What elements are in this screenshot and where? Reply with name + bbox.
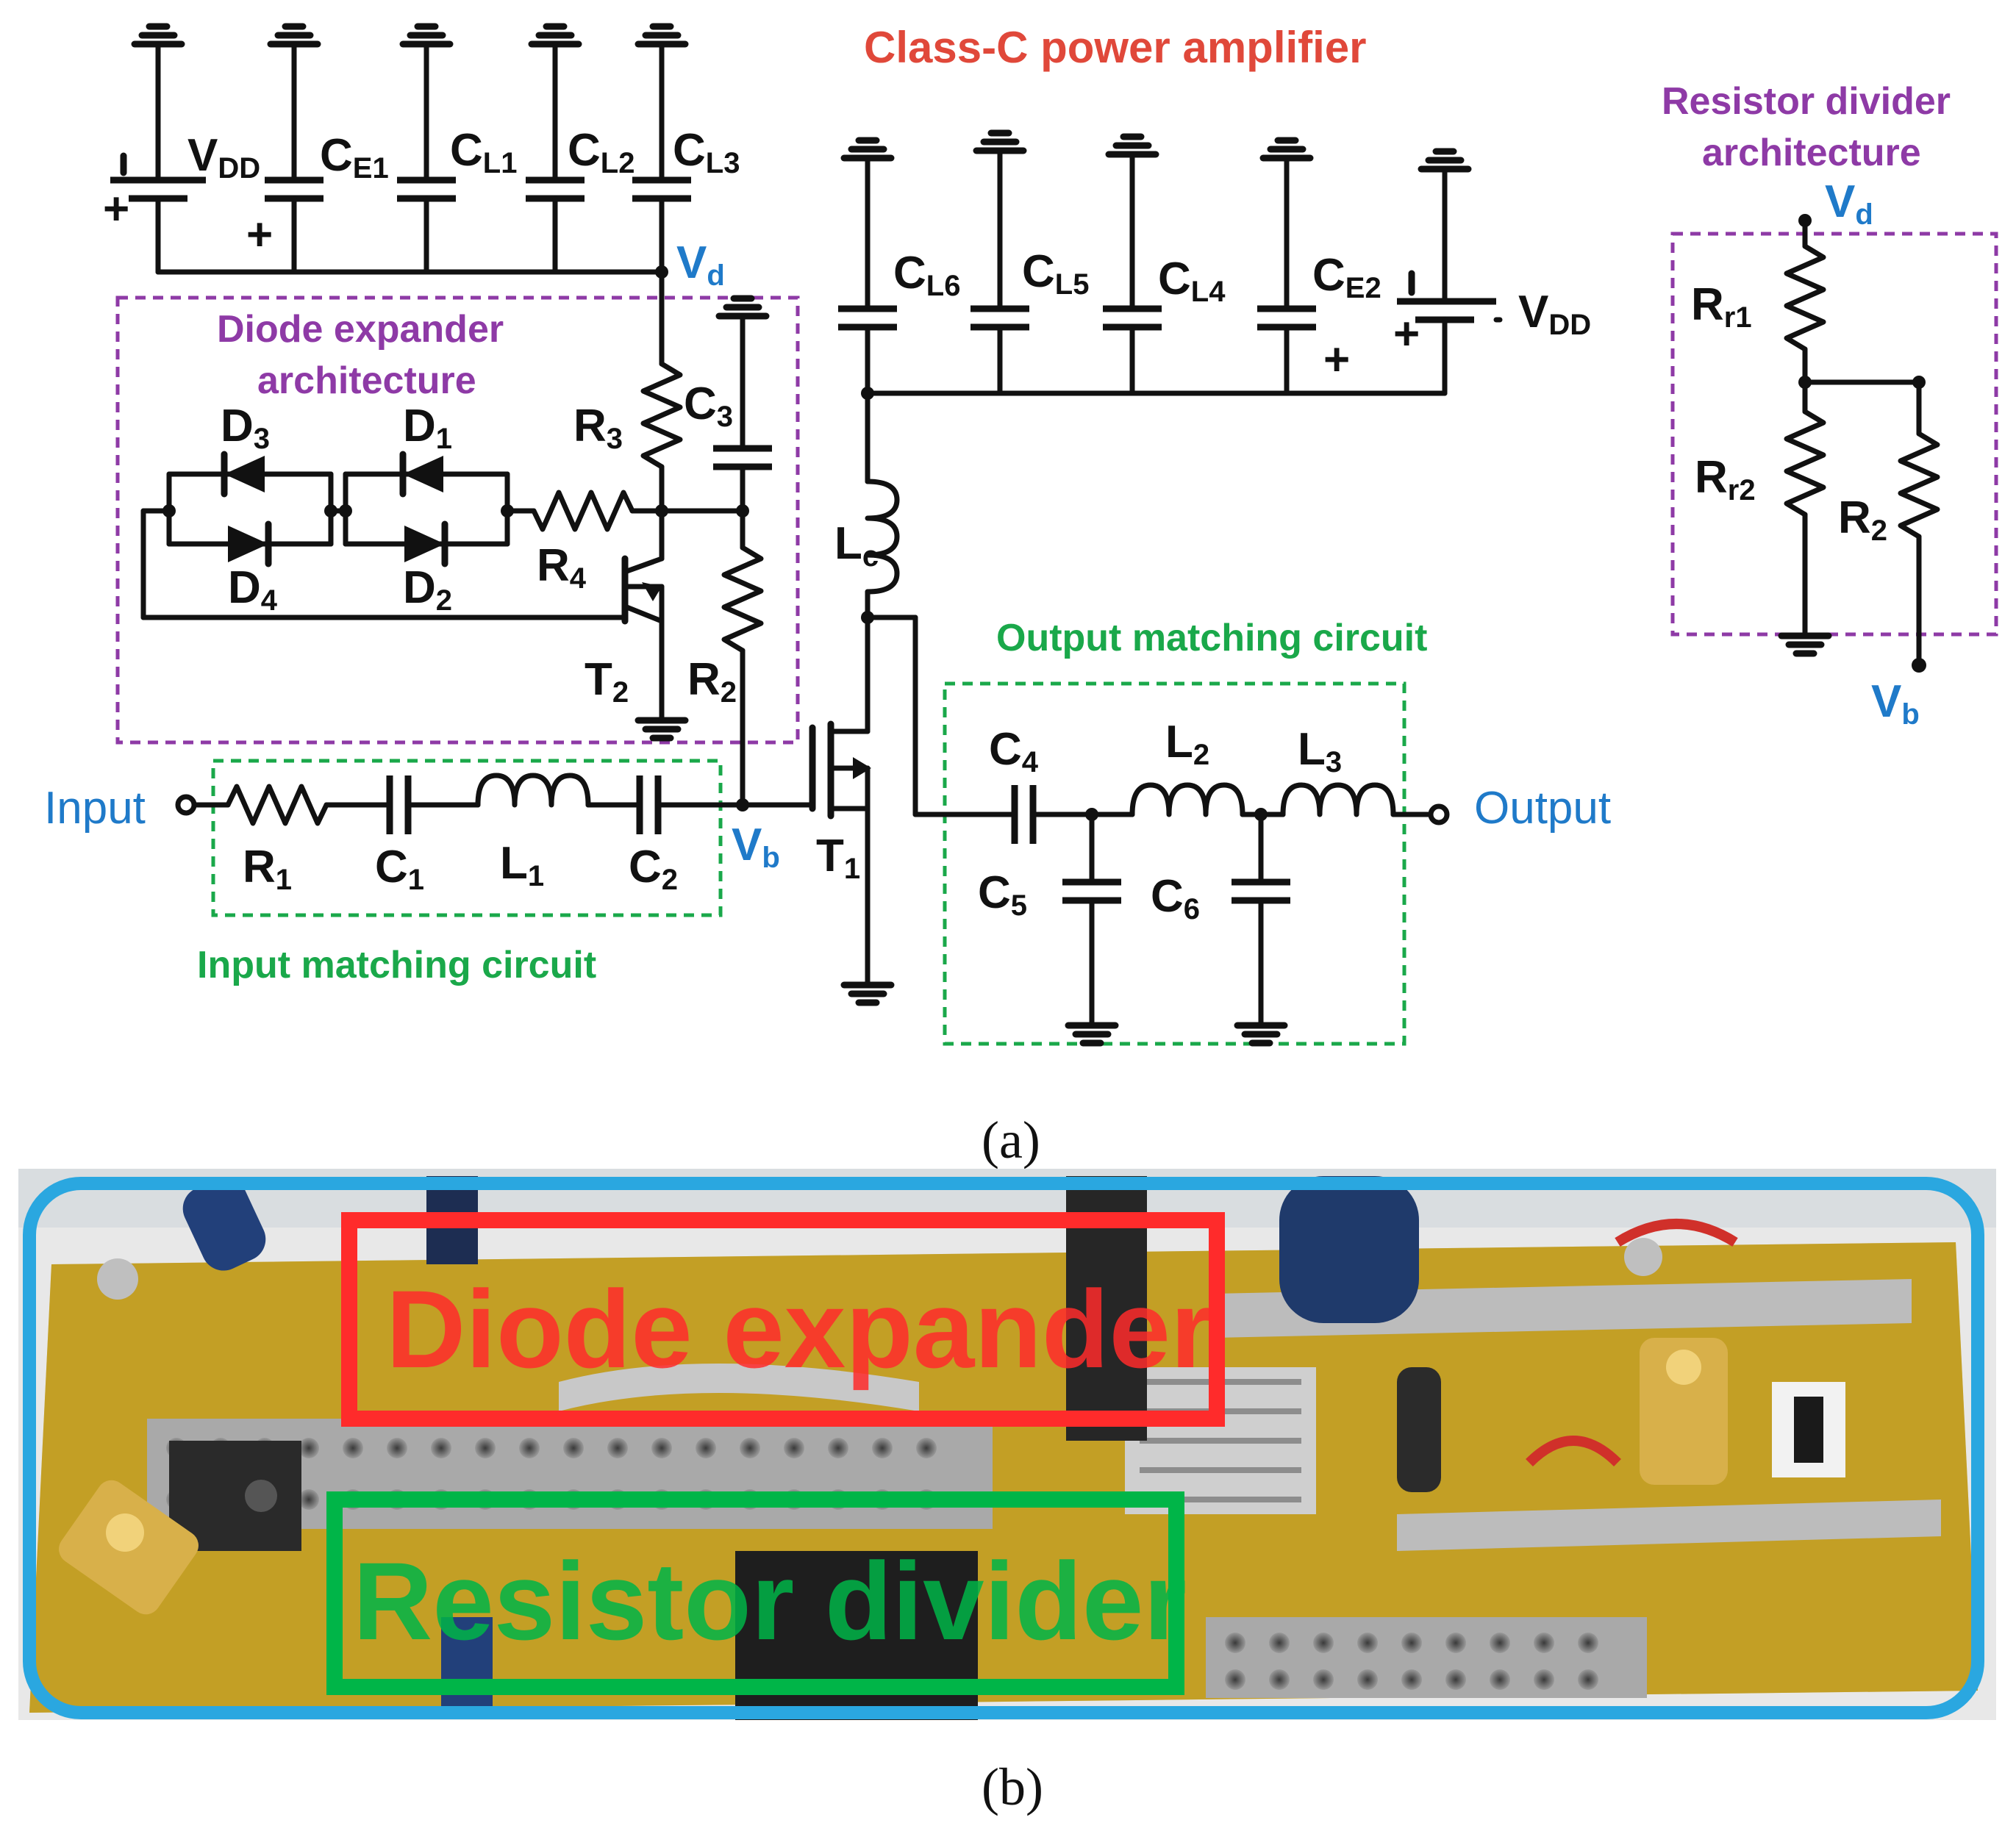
title: Class-C power amplifier: [864, 23, 1367, 72]
vdd2-label: VDD: [1518, 287, 1591, 341]
resistor-divider-title-line1: Resistor divider: [1662, 80, 1951, 123]
output-port-label: Output: [1474, 783, 1611, 834]
diode-expander-box: [115, 295, 800, 745]
vb-node-label: Vb: [732, 820, 780, 874]
vdd1-plus: +: [103, 184, 129, 234]
cl5-label: CL5: [1022, 246, 1089, 301]
board-outline: [23, 1177, 1984, 1719]
resistor-divider-highlight: [326, 1491, 1184, 1695]
cl3-label: CL3: [673, 125, 740, 179]
lc-inductor: [861, 390, 918, 817]
l3-label: L3: [1298, 724, 1342, 778]
cl4-label: CL4: [1158, 254, 1226, 308]
ce1-plus: +: [246, 209, 273, 260]
rr1-label: Rr1: [1691, 279, 1752, 334]
ce2-plus: +: [1323, 334, 1350, 385]
c3-label: C3: [684, 379, 733, 433]
c6-label: C6: [1151, 871, 1200, 925]
diode-expander-title-line1: Diode expander: [217, 308, 504, 351]
divider-vb-label: Vb: [1871, 676, 1920, 731]
input-matching-title: Input matching circuit: [197, 944, 596, 986]
divider-r2-label: R2: [1838, 492, 1887, 547]
d2-label: D2: [403, 562, 452, 617]
d4-label: D4: [228, 562, 278, 617]
caption-b: (b): [982, 1758, 1043, 1816]
resistor-divider-circuit: [1781, 214, 1940, 673]
d3-label: D3: [221, 401, 270, 455]
ce1-label: CE1: [320, 130, 389, 184]
vdd2-plus: +: [1393, 309, 1420, 359]
output-matching-title: Output matching circuit: [996, 617, 1427, 659]
c4-label: C4: [989, 724, 1039, 778]
t1-transistor: [809, 720, 891, 1003]
diode-expander-highlight: [341, 1212, 1225, 1427]
r1-label: R1: [243, 842, 292, 896]
r4-label: R4: [537, 540, 587, 595]
photo-resistor-divider-label: Resistor divider: [353, 1539, 1187, 1663]
rr2-label: Rr2: [1695, 452, 1756, 506]
input-port-label: Input: [44, 783, 146, 834]
diode-expander-title-line2: architecture: [257, 359, 476, 402]
caption-a: (a): [982, 1111, 1040, 1169]
l1-label: L1: [500, 838, 544, 892]
divider-vd-label: Vd: [1825, 176, 1873, 231]
photo-diode-expander-label: Diode expander: [386, 1267, 1213, 1391]
diode-expander-circuit: [140, 269, 772, 808]
c5-label: C5: [978, 867, 1027, 922]
d1-label: D1: [403, 401, 452, 455]
r2-bias-label: R2: [687, 654, 737, 709]
input-matching-box: [211, 759, 723, 917]
output-matching-box: [943, 681, 1406, 1046]
resistor-divider-title-line2: architecture: [1702, 132, 1921, 174]
cl6-label: CL6: [893, 248, 960, 302]
c2-label: C2: [629, 842, 678, 896]
cl1-label: CL1: [450, 125, 517, 179]
t2-label: T2: [585, 654, 629, 709]
c1-label: C1: [375, 842, 424, 896]
left-supply-bank: [110, 26, 691, 279]
t1-label: T1: [816, 831, 860, 885]
l2-label: L2: [1165, 717, 1209, 771]
ce2-label: CE2: [1312, 250, 1381, 304]
r3-label: R3: [573, 401, 623, 455]
output-matching-circuit: [912, 782, 1450, 1043]
resistor-divider-box: [1670, 232, 1998, 637]
lc-label: Lc: [834, 518, 879, 573]
right-supply-bank: [838, 133, 1503, 400]
cl2-label: CL2: [568, 125, 635, 179]
vd-node-label: Vd: [676, 237, 725, 292]
input-matching-circuit: [175, 773, 815, 834]
vdd1-label: VDD: [187, 130, 260, 184]
